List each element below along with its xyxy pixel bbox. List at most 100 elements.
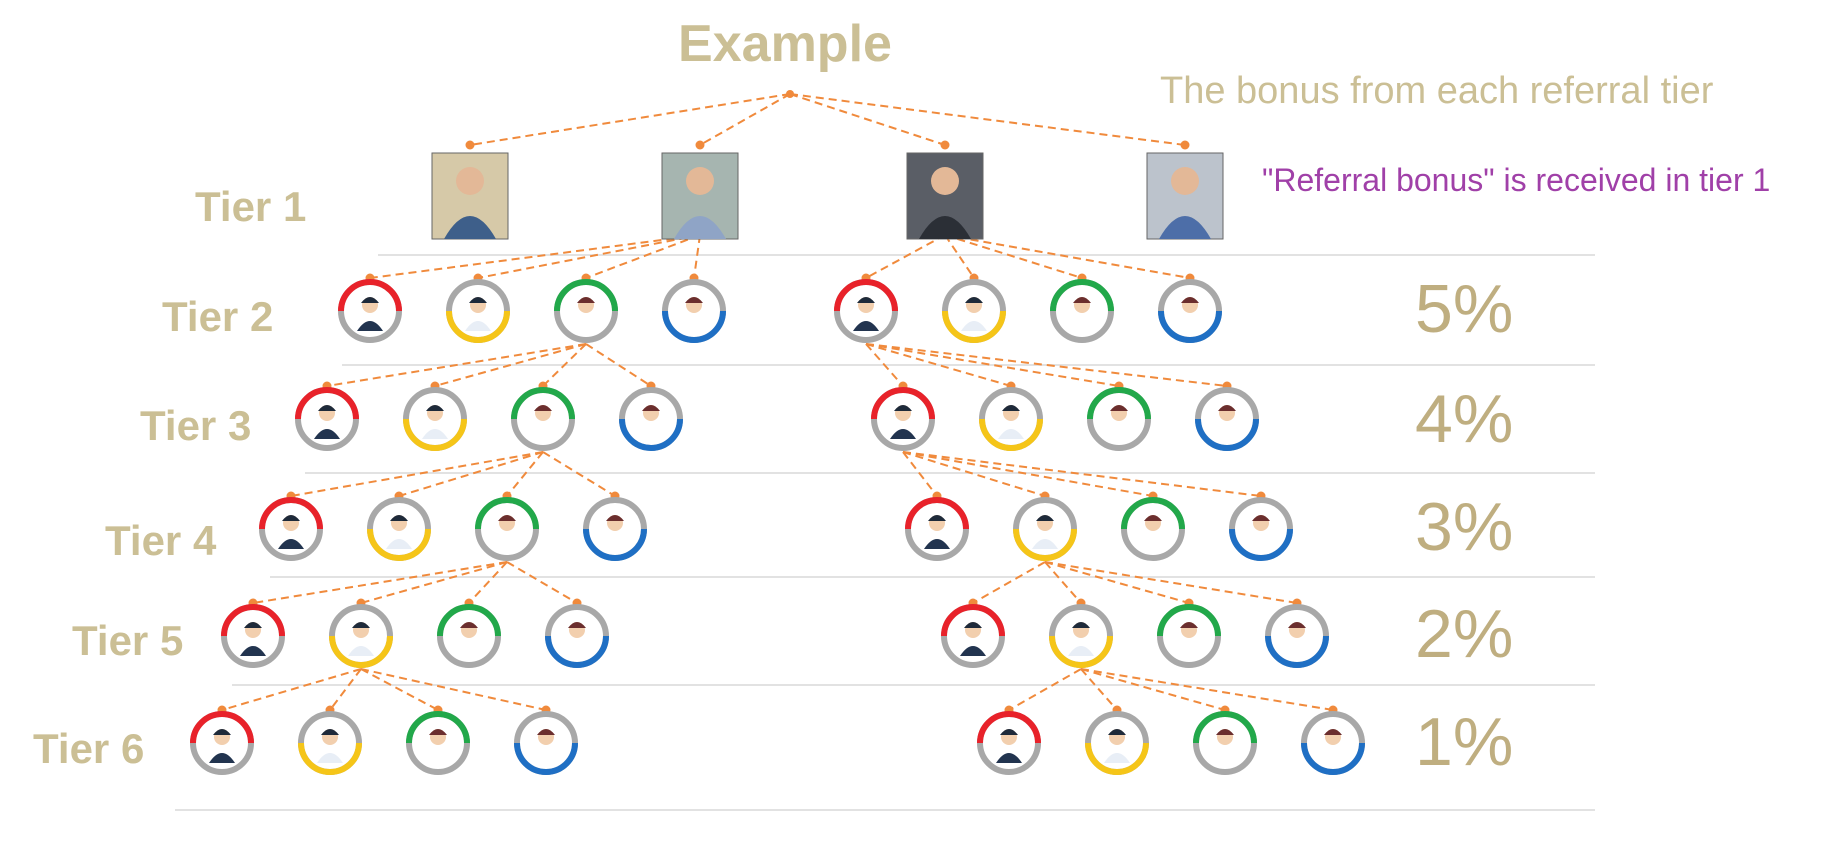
referral-connector [542,343,587,387]
member-avatar [941,604,1005,668]
referral-connector [1044,561,1298,604]
referral-connector [972,561,1046,604]
avatar-ring-accent [583,528,647,561]
avatar-ring-accent [511,387,575,420]
avatar-body [240,646,266,656]
avatar-hair [606,515,624,521]
referral-connector [360,561,508,604]
referral-connector [902,451,938,497]
avatar-ring-accent [1195,418,1259,451]
member-avatar [619,387,683,451]
member-avatar [1050,279,1114,343]
avatar-hair [1110,405,1128,411]
member-avatar [295,387,359,451]
avatar-ring-accent [942,310,1006,343]
avatar-hair [1000,729,1018,735]
person-head [1171,167,1199,195]
avatar-ring-accent [905,497,969,530]
member-avatar [1157,604,1221,668]
avatar-hair [1180,622,1198,628]
referral-connector [944,234,975,279]
referral-connector [789,93,946,146]
avatar-body [924,539,950,549]
tier1-member-photo [1146,152,1224,240]
member-avatar [545,604,609,668]
referral-connector [585,234,701,279]
member-avatar [1301,711,1365,775]
member-avatar [583,497,647,561]
avatar-ring-accent [338,279,402,312]
avatar-body [422,429,448,439]
avatar-body [1106,429,1132,439]
referral-connector [477,234,701,279]
avatar-ring-accent [871,387,935,420]
avatar-hair [429,729,447,735]
member-avatar [1229,497,1293,561]
referral-note: "Referral bonus" is received in tier 1 [1262,162,1771,198]
avatar-ring-accent [437,604,501,637]
avatar-body [348,646,374,656]
avatar-ring-accent [190,711,254,744]
tier-6-percent: 1% [1415,704,1514,780]
member-avatar [403,387,467,451]
avatar-hair [469,297,487,303]
member-avatar [511,387,575,451]
avatar-body [465,321,491,331]
avatar-ring-accent [329,635,393,668]
avatar-hair [894,405,912,411]
avatar-ring-accent [1157,604,1221,637]
avatar-hair [498,515,516,521]
avatar-body [209,753,235,763]
avatar-body [961,321,987,331]
avatar-hair [1216,729,1234,735]
avatar-hair [282,515,300,521]
connector-dot [940,140,950,150]
avatar-hair [1108,729,1126,735]
avatar-body [1320,753,1346,763]
member-avatar [190,711,254,775]
member-avatar [221,604,285,668]
avatar-body [425,753,451,763]
avatar-ring-accent [619,418,683,451]
connector-dot [695,140,705,150]
avatar-body [1212,753,1238,763]
referral-connector [506,561,578,604]
referral-connector [1080,668,1334,711]
avatar-body [1248,539,1274,549]
avatar-hair [537,729,555,735]
avatar-ring-accent [1121,497,1185,530]
member-avatar [367,497,431,561]
avatar-body [602,539,628,549]
referral-connector [326,343,587,387]
avatar-ring-accent [298,742,362,775]
referral-connector [902,451,1262,497]
person-head [456,167,484,195]
member-avatar [514,711,578,775]
tier-5-percent: 2% [1415,596,1514,672]
avatar-body [1069,321,1095,331]
member-avatar [905,497,969,561]
avatar-body [890,429,916,439]
tier-2-label: Tier 2 [162,293,274,340]
referral-connector [1080,668,1118,711]
referral-connector [944,234,1083,279]
member-avatar [554,279,618,343]
member-avatar [979,387,1043,451]
avatar-body [1140,539,1166,549]
member-avatar [298,711,362,775]
avatar-hair [568,622,586,628]
avatar-body [494,539,520,549]
avatar-hair [1181,297,1199,303]
referral-connector [865,343,1228,387]
member-avatar [1085,711,1149,775]
tier-6-label: Tier 6 [33,725,145,772]
referral-connector [468,561,508,604]
person-body [674,216,726,239]
member-avatar [1121,497,1185,561]
referral-connector [329,668,362,711]
avatar-hair [1002,405,1020,411]
bonus-heading: The bonus from each referral tier [1160,70,1714,112]
avatar-hair [1144,515,1162,521]
referral-connector [369,234,701,279]
tier-5-label: Tier 5 [72,617,184,664]
